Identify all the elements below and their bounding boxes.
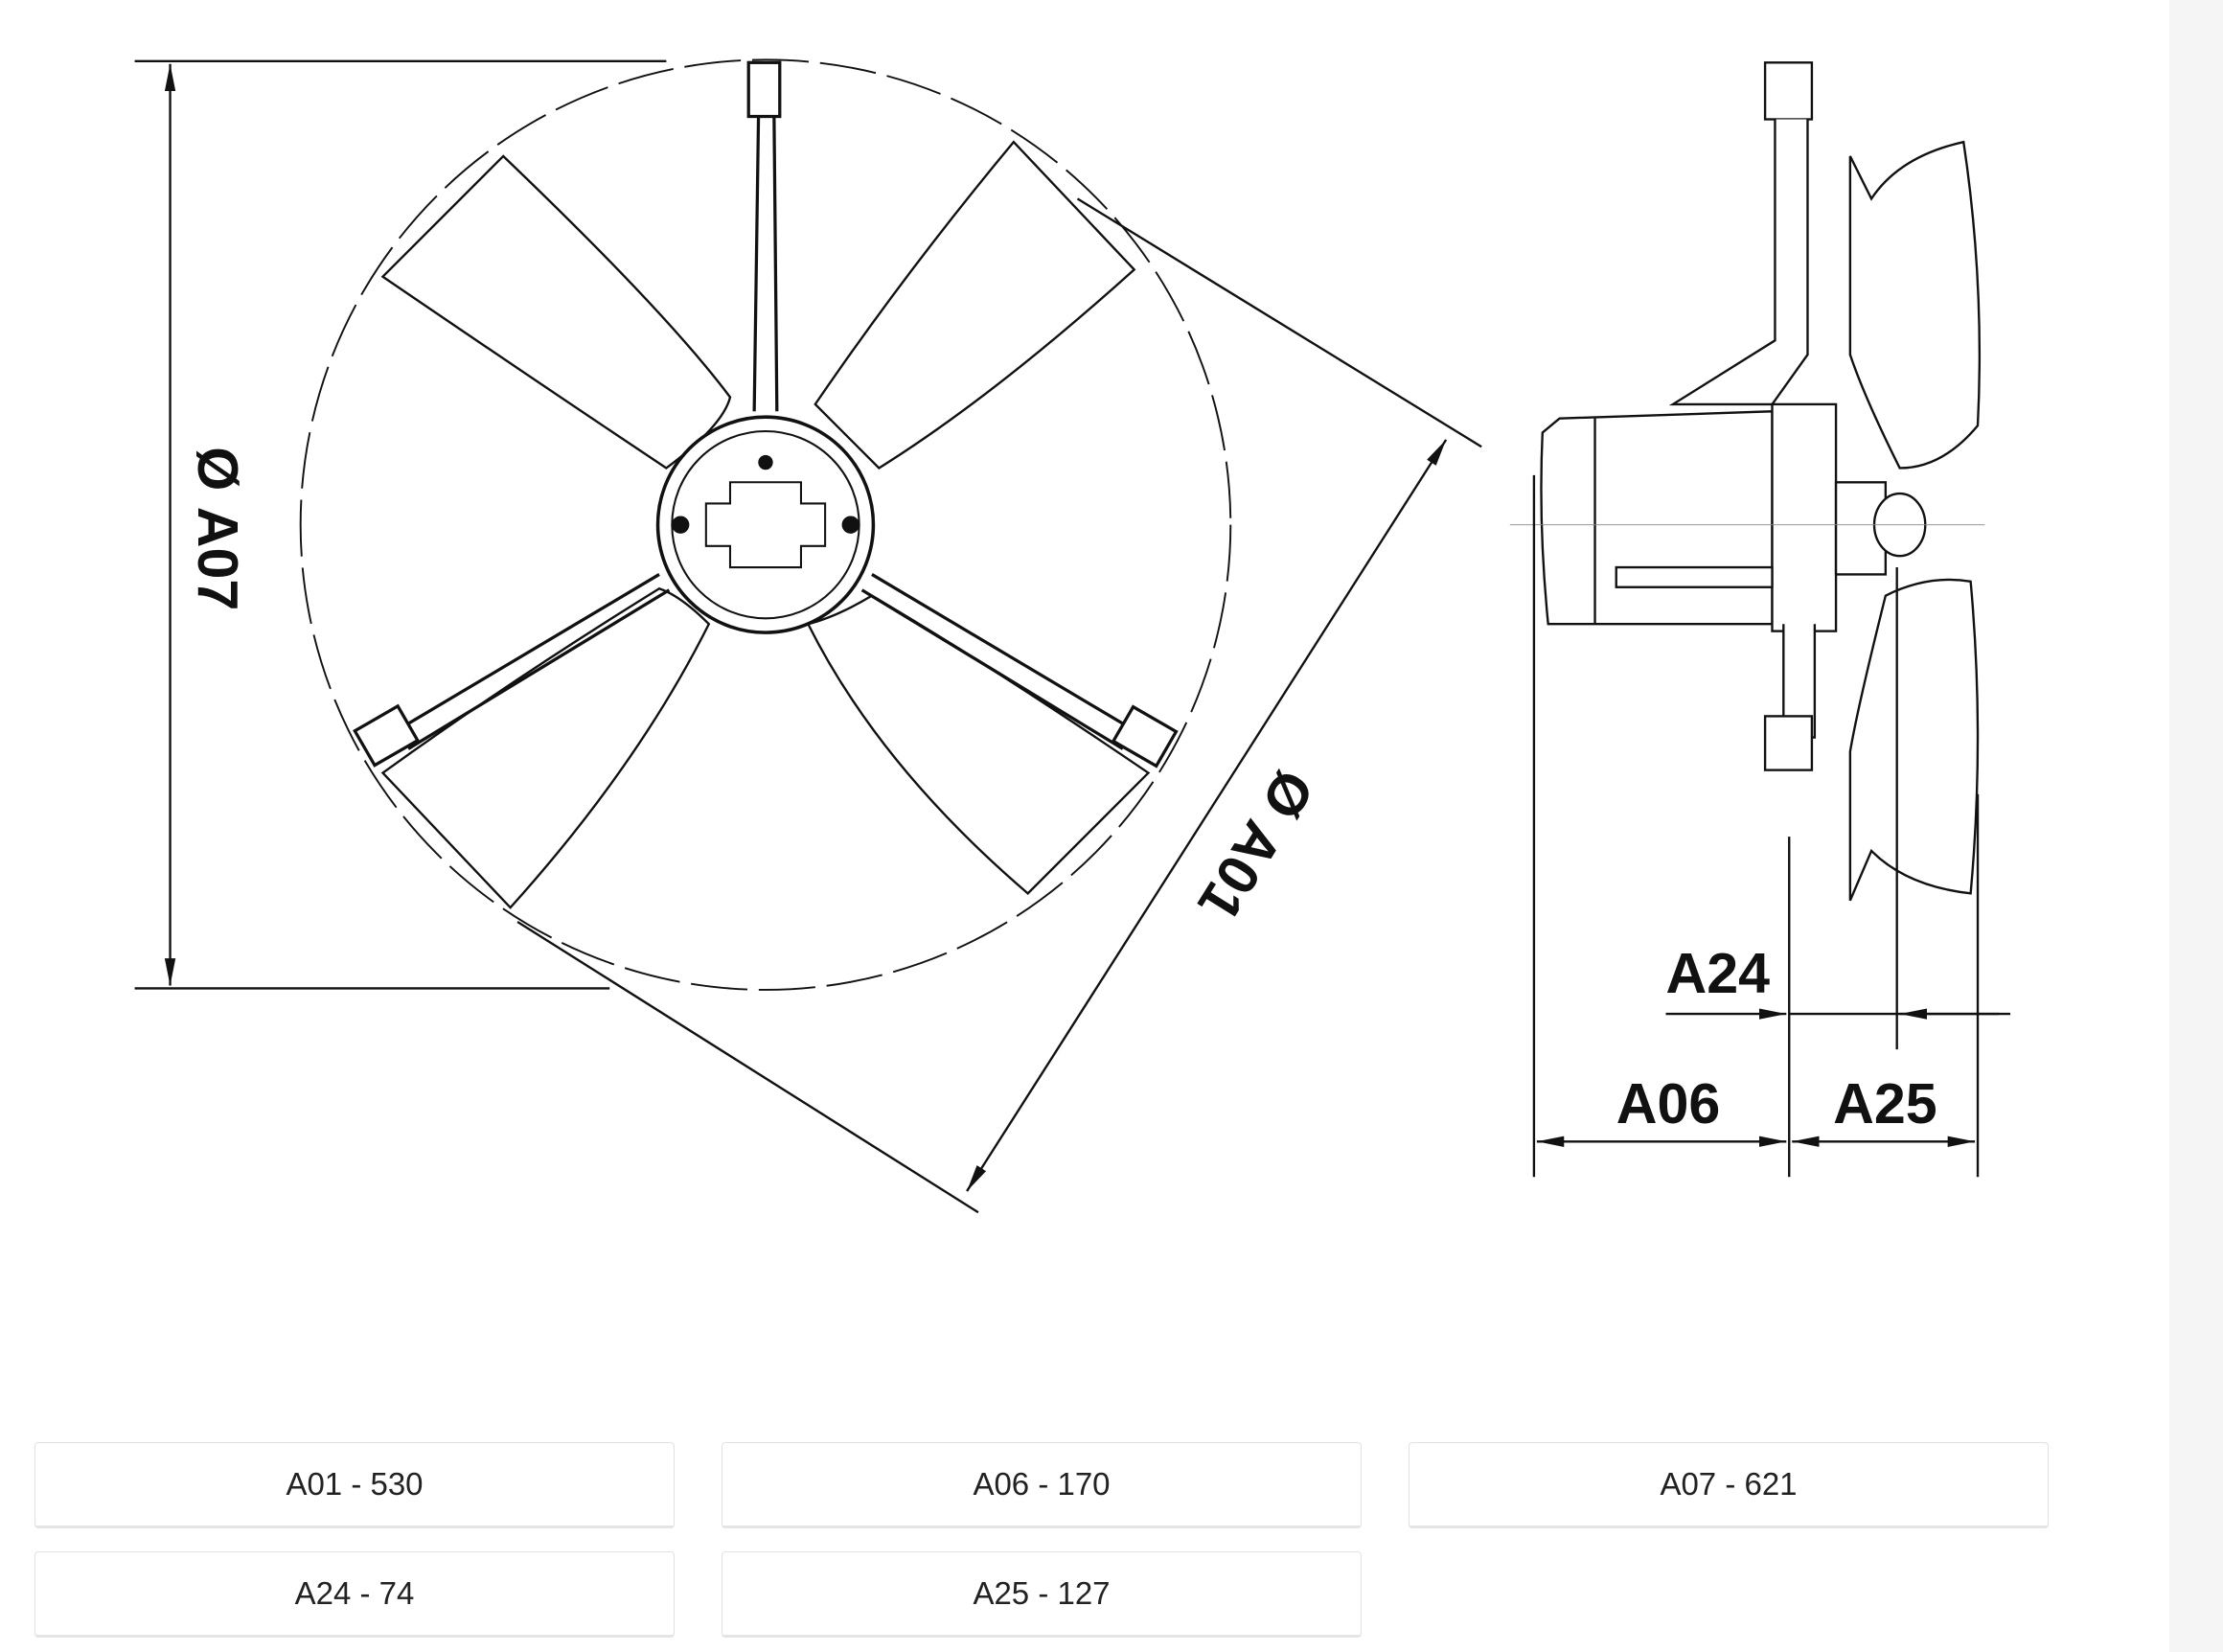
blade-lower bbox=[1848, 578, 1980, 902]
fan-dimension-drawing: Ø A07 Ø A01 A24 A06 A25 bbox=[134, 58, 2011, 1214]
content-area: Ø A07 Ø A01 A24 A06 A25 A01 - 530 A06 - … bbox=[34, 58, 2049, 1638]
a06-label: A06 bbox=[1616, 1071, 1721, 1136]
a07-dimension bbox=[134, 59, 667, 990]
blade-upper bbox=[1848, 140, 1982, 470]
front-view bbox=[134, 58, 1482, 1214]
fan-blades bbox=[380, 140, 1151, 909]
a07-label: Ø A07 bbox=[186, 447, 250, 610]
motor-hub bbox=[655, 415, 876, 634]
a01-dimension bbox=[516, 197, 1482, 1214]
side-dimensions bbox=[1532, 474, 2011, 1178]
side-view bbox=[1509, 61, 2011, 1178]
dimension-a06-button[interactable]: A06 - 170 bbox=[722, 1442, 1362, 1528]
dimension-a25-button[interactable]: A25 - 127 bbox=[722, 1551, 1362, 1638]
dimension-a07-button[interactable]: A07 - 621 bbox=[1409, 1442, 2049, 1528]
dimension-a24-button[interactable]: A24 - 74 bbox=[34, 1551, 675, 1638]
a25-label: A25 bbox=[1833, 1071, 1937, 1136]
right-scroll-gutter bbox=[2169, 0, 2223, 1652]
a01-label: Ø A01 bbox=[1185, 759, 1326, 932]
a24-label: A24 bbox=[1666, 941, 1771, 1005]
support-struts bbox=[353, 60, 1179, 769]
dimension-a01-button[interactable]: A01 - 530 bbox=[34, 1442, 675, 1528]
